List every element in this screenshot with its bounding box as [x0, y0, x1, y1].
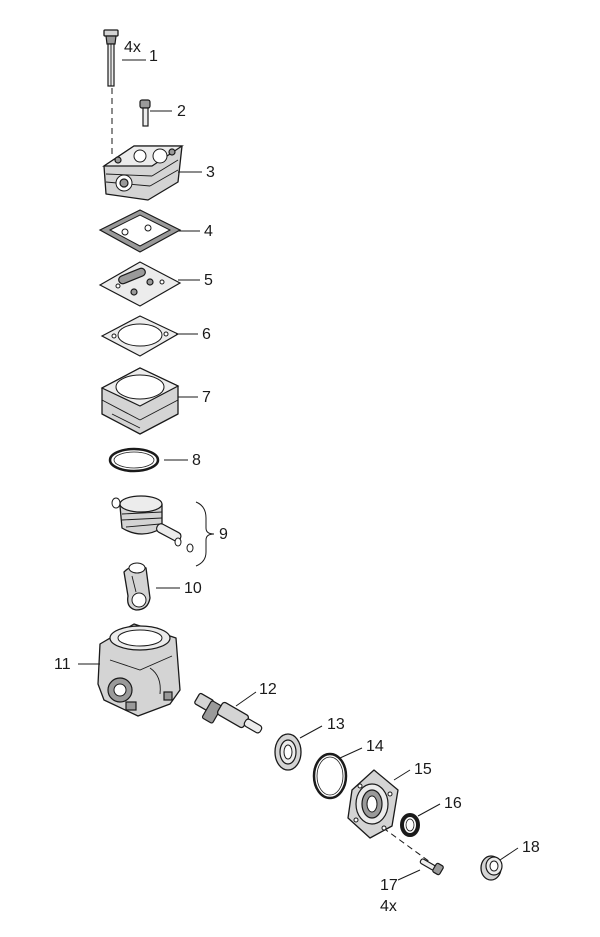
callout-2: 2	[177, 103, 186, 120]
callout-15: 15	[414, 761, 432, 778]
part-17-bolt	[419, 858, 444, 876]
callout-1: 1	[149, 48, 158, 65]
part-1-bolt	[103, 29, 119, 87]
part-13-bearing	[274, 733, 302, 771]
callout-1-qty: 4x	[124, 39, 141, 56]
callout-12: 12	[259, 681, 277, 698]
leader-13	[299, 725, 323, 739]
leader-18	[499, 847, 519, 861]
callout-6: 6	[202, 326, 211, 343]
callout-14: 14	[366, 738, 384, 755]
part-6-gasket	[100, 315, 180, 357]
callout-7: 7	[202, 389, 211, 406]
part-8-ring	[108, 447, 160, 473]
part-5-valve-plate	[98, 261, 182, 307]
part-10-connecting-rod	[123, 562, 151, 611]
callout-11: 11	[54, 656, 71, 673]
part-9-piston-set	[111, 495, 194, 553]
part-7-cylinder	[100, 367, 180, 435]
part-15-flange	[347, 769, 399, 839]
part-11-crankcase	[97, 623, 181, 717]
part-12-crankshaft	[194, 692, 263, 734]
callout-17: 17	[380, 877, 398, 894]
part-4-gasket	[98, 209, 182, 253]
callout-10: 10	[184, 580, 202, 597]
part-2-screw	[139, 99, 151, 127]
callout-3: 3	[206, 164, 215, 181]
callout-18: 18	[522, 839, 540, 856]
part-14-o-ring	[312, 752, 348, 800]
leader-14	[339, 747, 363, 759]
callout-16: 16	[444, 795, 462, 812]
leader-16	[417, 803, 441, 817]
part-3-cylinder-head	[102, 145, 184, 201]
callout-13: 13	[327, 716, 345, 733]
callout-8: 8	[192, 452, 201, 469]
callout-5: 5	[204, 272, 213, 289]
callout-17-qty: 4x	[380, 898, 397, 915]
leader-17	[397, 869, 421, 881]
bracket-9	[195, 501, 215, 567]
callout-4: 4	[204, 223, 213, 240]
leader-12	[235, 691, 257, 707]
part-18-cap	[480, 855, 503, 881]
part-16-seal	[400, 813, 420, 837]
callout-9: 9	[219, 526, 228, 543]
leader-15	[393, 769, 411, 781]
